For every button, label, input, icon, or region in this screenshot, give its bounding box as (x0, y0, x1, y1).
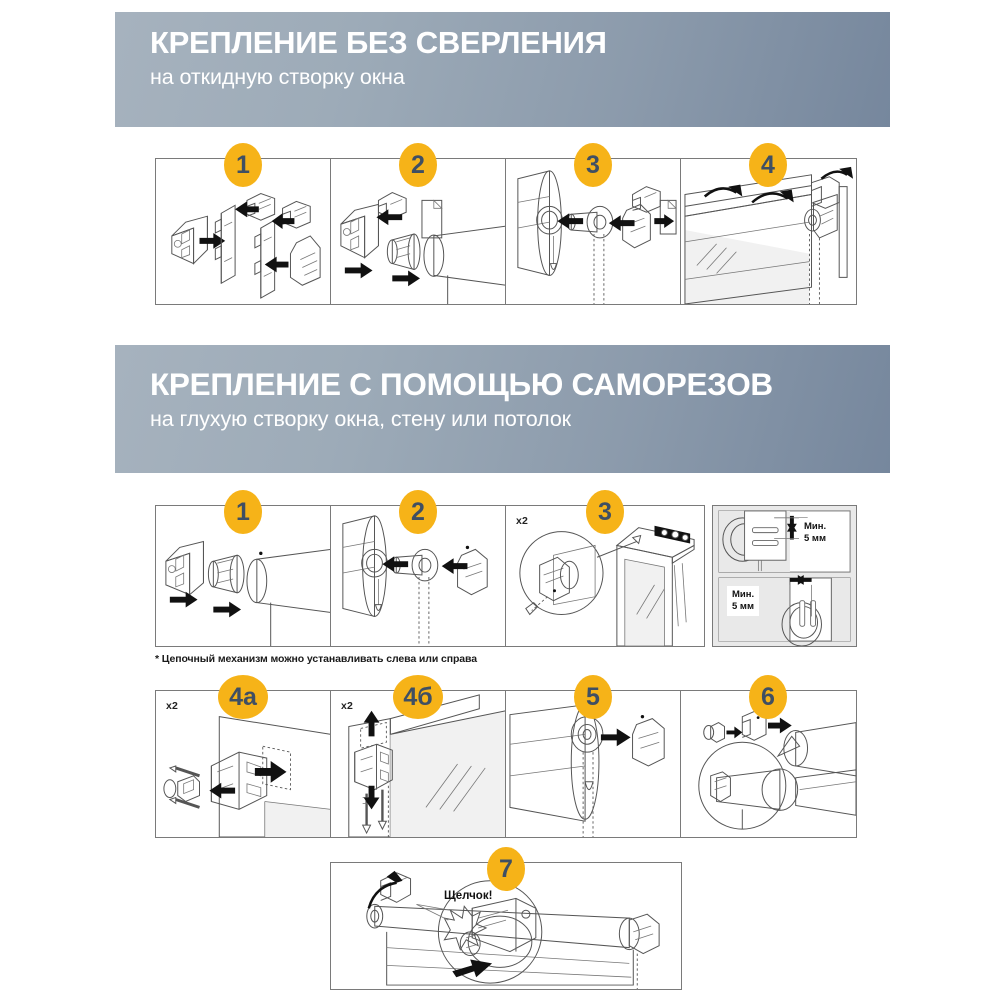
min-clearance-label-bottom: Мин. 5 мм (727, 586, 760, 616)
illustration-screw-bracket-to-wall (506, 506, 704, 646)
illustration-minimum-clearance (713, 506, 856, 646)
illustration-attach-chain-mechanism (506, 159, 681, 304)
chain-side-footnote: * Цепочный механизм можно устанавливать … (155, 653, 477, 665)
step-panel-2-6 (680, 690, 857, 838)
illustration-click-lock-roller (331, 863, 681, 989)
clearance-detail-panel: Мин. 5 мм Мин. 5 мм (712, 505, 857, 647)
illustration-insert-adapter (156, 506, 331, 646)
banner-title-no-drill: КРЕПЛЕНИЕ БЕЗ СВЕРЛЕНИЯ (150, 25, 607, 60)
step-badge-1-4: 4 (749, 143, 787, 187)
click-sound-label: Щелчок! (444, 890, 493, 902)
banner-subtitle-no-drill: на откидную створку окна (150, 65, 405, 90)
step-badge-1-3: 3 (574, 143, 612, 187)
x2-label-panel-3: x2 (516, 515, 529, 527)
illustration-insert-roller-into-bracket (331, 159, 506, 304)
step-badge-2-6: 6 (749, 675, 787, 719)
step-badge-2-4a: 4а (218, 675, 268, 719)
x2-label-panel-4b: x2 (341, 700, 354, 712)
illustration-attach-chain-mechanism-2 (331, 506, 506, 646)
min-clearance-label-top: Мин. 5 мм (799, 518, 832, 548)
step-badge-2-1: 1 (224, 490, 262, 534)
illustration-screw-bracket-ceiling (331, 691, 506, 837)
illustration-attach-end-cap (506, 691, 681, 837)
banner-subtitle-screws: на глухую створку окна, стену или потоло… (150, 407, 571, 432)
step-panel-1-3 (505, 158, 682, 305)
step-badge-2-4b: 4б (393, 675, 443, 719)
step-badge-2-2: 2 (399, 490, 437, 534)
banner-section-screws: КРЕПЛЕНИЕ С ПОМОЩЬЮ САМОРЕЗОВ на глухую … (115, 345, 890, 473)
illustration-bracket-assembly (156, 159, 331, 304)
step-badge-1-1: 1 (224, 143, 262, 187)
illustration-screw-bracket-wall-side (156, 691, 331, 837)
step-badge-2-7: 7 (487, 847, 525, 891)
illustration-snap-roller-into-bracket (681, 691, 856, 837)
banner-title-screws: КРЕПЛЕНИЕ С ПОМОЩЬЮ САМОРЕЗОВ (150, 366, 773, 402)
step-badge-2-5: 5 (574, 675, 612, 719)
step-badge-1-2: 2 (399, 143, 437, 187)
x2-label-panel-4a: x2 (166, 700, 179, 712)
step-badge-2-3: 3 (586, 490, 624, 534)
banner-section-no-drill: КРЕПЛЕНИЕ БЕЗ СВЕРЛЕНИЯ на откидную ство… (115, 12, 890, 127)
